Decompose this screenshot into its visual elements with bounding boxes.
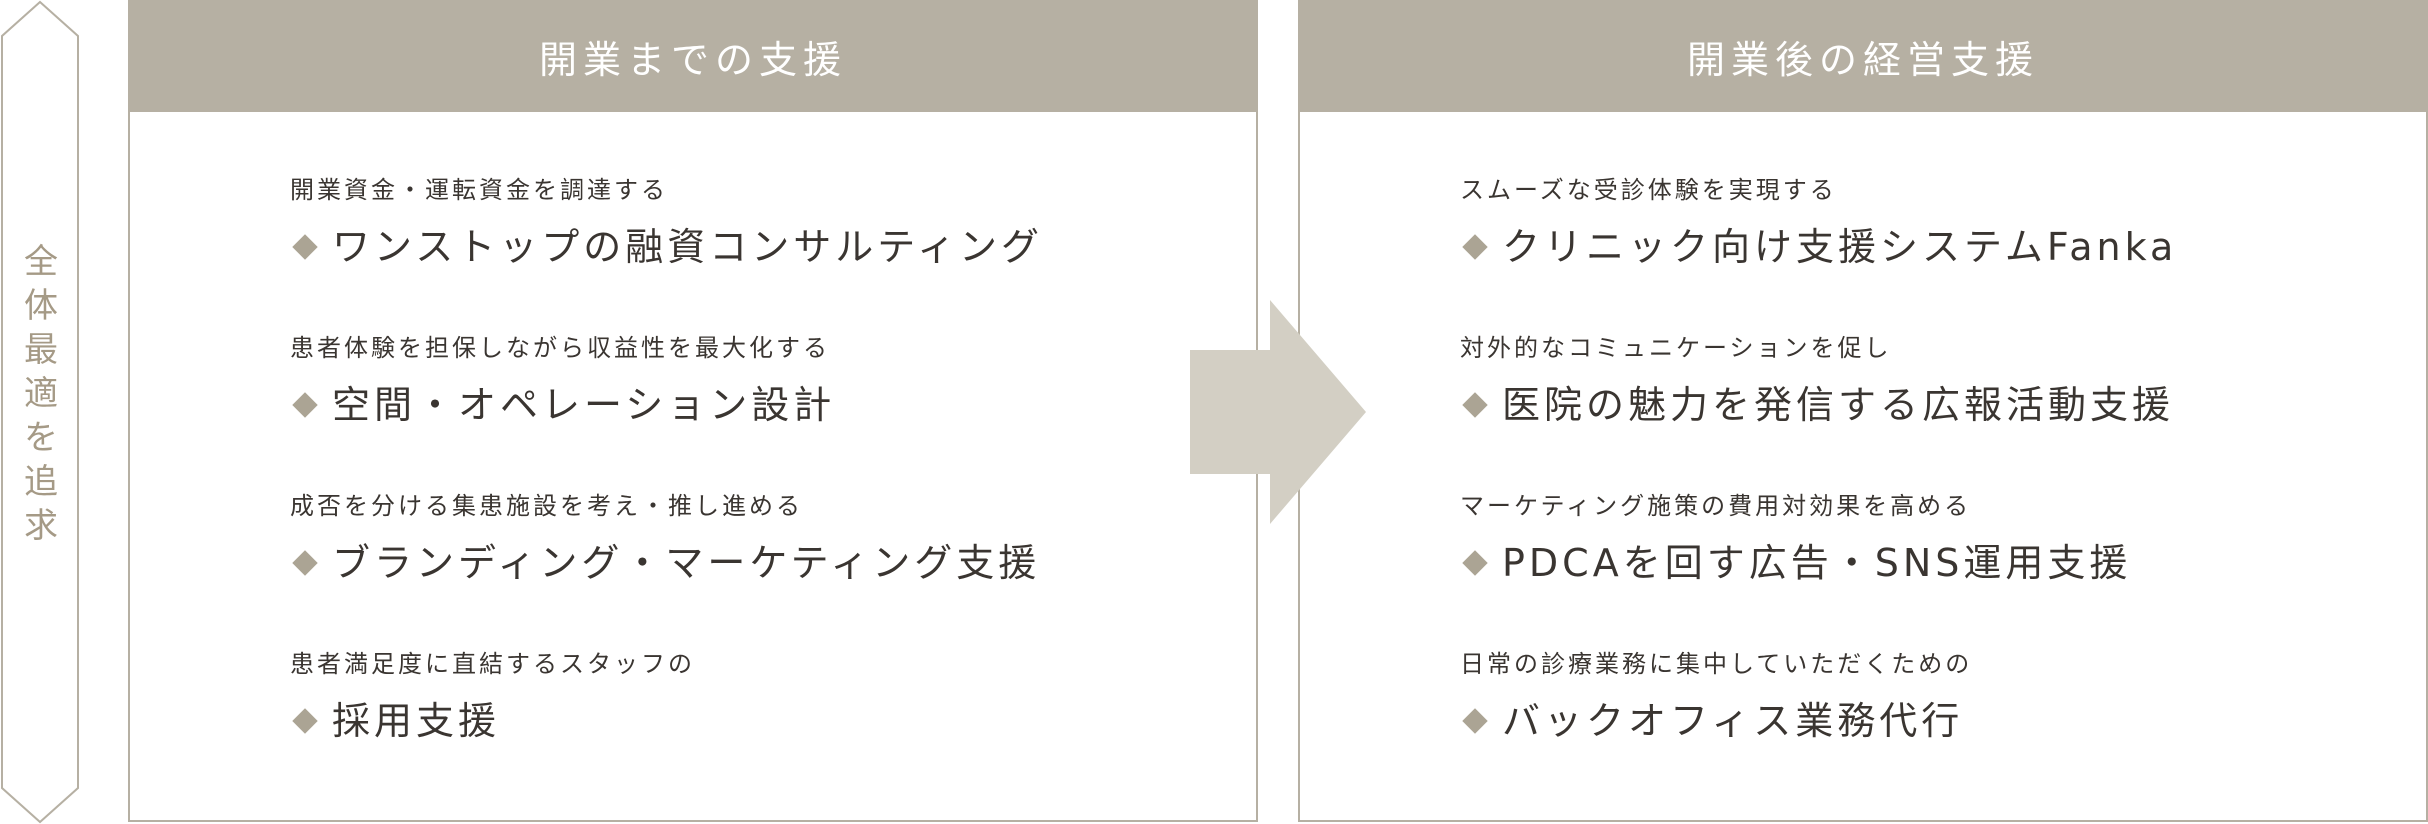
side-label-char: 求	[24, 506, 58, 546]
support-item-title: PDCAを回す広告・SNS運用支援	[1502, 541, 2132, 585]
diamond-icon	[1462, 392, 1488, 418]
support-item-subtitle: 患者体験を担保しながら収益性を最大化する	[290, 334, 830, 362]
side-label-char: 最	[24, 330, 58, 370]
support-item: マーケティング施策の費用対効果を高める PDCAを回す広告・SNS運用支援	[1460, 488, 2406, 646]
support-item-heading: バックオフィス業務代行	[1460, 696, 2406, 746]
support-list: 開業資金・運転資金を調達する ワンストップの融資コンサルティング 患者体験を担保…	[290, 172, 1236, 804]
support-list: スムーズな受診体験を実現する クリニック向け支援システムFanka 対外的なコミ…	[1460, 172, 2406, 804]
panel-header: 開業までの支援	[128, 0, 1258, 112]
support-item-heading: 採用支援	[290, 696, 1236, 746]
support-item-subtitle: 日常の診療業務に集中していただくための	[1460, 650, 1973, 678]
pre-opening-support-panel: 開業までの支援 開業資金・運転資金を調達する ワンストップの融資コンサルティング…	[128, 0, 1258, 822]
support-item-heading: クリニック向け支援システムFanka	[1460, 222, 2406, 272]
side-label-char: 追	[24, 462, 58, 502]
support-item-subtitle: スムーズな受診体験を実現する	[1460, 176, 1837, 204]
post-opening-support-panel: 開業後の経営支援 スムーズな受診体験を実現する クリニック向け支援システムFan…	[1298, 0, 2428, 822]
diamond-icon	[292, 708, 318, 734]
support-item-title: ブランディング・マーケティング支援	[332, 541, 1041, 585]
side-label-char: 全	[24, 242, 58, 282]
hexagon-outline	[1, 0, 79, 824]
diamond-icon	[292, 234, 318, 260]
support-item-title: クリニック向け支援システムFanka	[1502, 225, 2178, 269]
support-item-heading: ワンストップの融資コンサルティング	[290, 222, 1236, 272]
support-item: 開業資金・運転資金を調達する ワンストップの融資コンサルティング	[290, 172, 1236, 330]
side-label-char: 体	[24, 286, 58, 326]
diamond-icon	[1462, 234, 1488, 260]
support-item: 対外的なコミュニケーションを促し 医院の魅力を発信する広報活動支援	[1460, 330, 2406, 488]
support-item: 患者体験を担保しながら収益性を最大化する 空間・オペレーション設計	[290, 330, 1236, 488]
diamond-icon	[292, 392, 318, 418]
support-item: 患者満足度に直結するスタッフの 採用支援	[290, 646, 1236, 804]
support-item-title: バックオフィス業務代行	[1502, 699, 1964, 743]
support-item-heading: PDCAを回す広告・SNS運用支援	[1460, 538, 2406, 588]
support-item-subtitle: 開業資金・運転資金を調達する	[290, 176, 668, 204]
support-item-title: 採用支援	[332, 699, 501, 743]
side-label-char: を	[24, 418, 58, 458]
support-item-subtitle: 成否を分ける集患施設を考え・推し進める	[290, 492, 803, 520]
side-banner: 全 体 最 適 を 追 求	[0, 0, 82, 824]
support-item: 成否を分ける集患施設を考え・推し進める ブランディング・マーケティング支援	[290, 488, 1236, 646]
support-item-heading: 空間・オペレーション設計	[290, 380, 1236, 430]
support-item-heading: ブランディング・マーケティング支援	[290, 538, 1236, 588]
support-item-title: 医院の魅力を発信する広報活動支援	[1502, 383, 2175, 427]
right-arrow-icon	[1190, 300, 1366, 524]
diamond-icon	[1462, 550, 1488, 576]
side-label-char: 適	[24, 374, 58, 414]
diamond-icon	[1462, 708, 1488, 734]
support-item-subtitle: 対外的なコミュニケーションを促し	[1460, 334, 1892, 362]
support-item-subtitle: マーケティング施策の費用対効果を高める	[1460, 492, 1972, 520]
support-item-subtitle: 患者満足度に直結するスタッフの	[290, 650, 695, 678]
diamond-icon	[292, 550, 318, 576]
support-item-heading: 医院の魅力を発信する広報活動支援	[1460, 380, 2406, 430]
panel-header: 開業後の経営支援	[1298, 0, 2428, 112]
support-item-title: 空間・オペレーション設計	[332, 383, 836, 427]
support-item: 日常の診療業務に集中していただくための バックオフィス業務代行	[1460, 646, 2406, 804]
support-item: スムーズな受診体験を実現する クリニック向け支援システムFanka	[1460, 172, 2406, 330]
side-label: 全 体 最 適 を 追 求	[0, 240, 82, 548]
support-item-title: ワンストップの融資コンサルティング	[332, 225, 1043, 269]
